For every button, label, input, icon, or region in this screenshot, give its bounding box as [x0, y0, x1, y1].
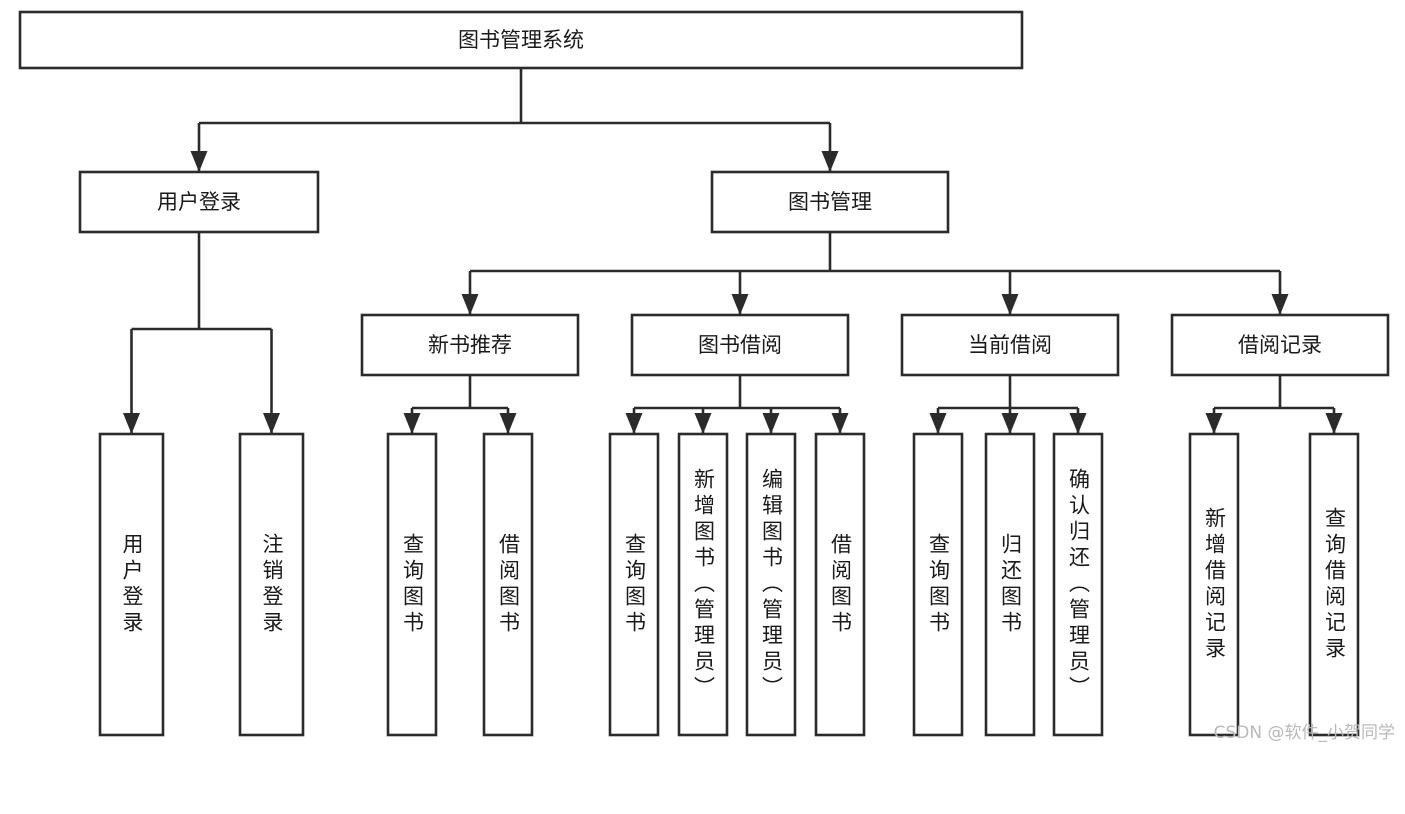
- node-root[interactable]: 图书管理系统: [18, 10, 1024, 70]
- node-label-book-management: 图书管理: [788, 190, 872, 214]
- node-confirm-return-admin[interactable]: [1052, 432, 1104, 737]
- node-book-management[interactable]: 图书管理: [710, 170, 950, 234]
- node-label-new-book-recommend: 新书推荐: [428, 333, 512, 357]
- node-label-current-borrow: 当前借阅: [968, 333, 1052, 357]
- node-borrow-records[interactable]: 借阅记录: [1170, 313, 1390, 377]
- node-label-borrow-records: 借阅记录: [1238, 333, 1322, 357]
- node-return-book[interactable]: [984, 432, 1036, 737]
- diagram-canvas-root: 图书管理系统用户登录图书管理新书推荐图书借阅当前借阅借阅记录 用户登录注销登录查…: [18, 10, 1395, 743]
- node-query-book-1[interactable]: [386, 432, 438, 737]
- node-query-book-3[interactable]: [912, 432, 964, 737]
- node-borrow-book-1[interactable]: [482, 432, 534, 737]
- node-edit-book-admin[interactable]: [745, 432, 797, 737]
- node-label-book-borrow: 图书借阅: [698, 333, 782, 357]
- watermark-credit: CSDN @软件_小贺同学: [1213, 723, 1395, 743]
- node-user-logout[interactable]: [238, 432, 305, 737]
- node-new-book-recommend[interactable]: 新书推荐: [360, 313, 580, 377]
- node-add-borrow-record[interactable]: [1188, 432, 1240, 737]
- node-label-user-login: 用户登录: [157, 190, 241, 214]
- node-add-book-admin[interactable]: [677, 432, 729, 737]
- node-user-login[interactable]: 用户登录: [78, 170, 320, 234]
- node-query-book-2[interactable]: [608, 432, 660, 737]
- node-current-borrow[interactable]: 当前借阅: [900, 313, 1120, 377]
- node-user-login-do[interactable]: [98, 432, 165, 737]
- node-label-root: 图书管理系统: [458, 28, 584, 52]
- node-query-borrow-record[interactable]: [1308, 432, 1360, 737]
- node-book-borrow[interactable]: 图书借阅: [630, 313, 850, 377]
- node-borrow-book-2[interactable]: [814, 432, 866, 737]
- connector-layer: [123, 68, 1343, 434]
